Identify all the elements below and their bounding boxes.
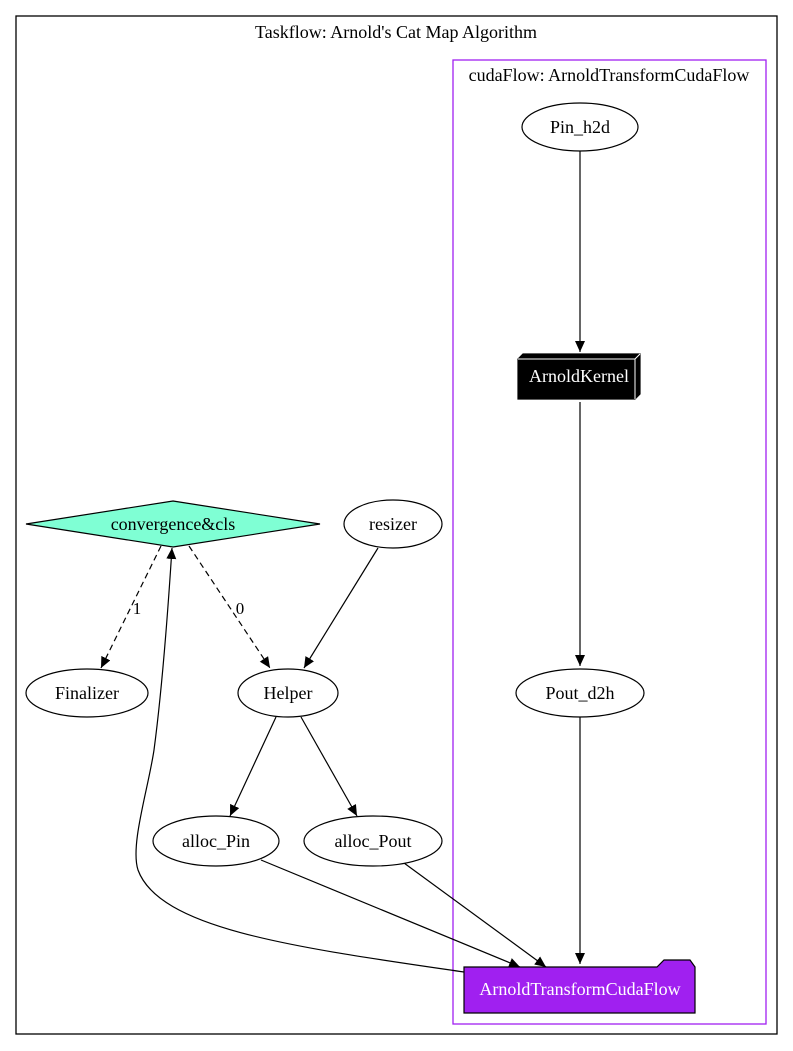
node-finalizer-label: Finalizer — [55, 683, 119, 703]
edge-allocpin-arnoldtransform — [260, 859, 521, 968]
node-alloc-pout-label: alloc_Pout — [335, 831, 412, 851]
folder-shape — [463, 959, 696, 1014]
node-pout-d2h-label: Pout_d2h — [545, 683, 614, 703]
edge-allocpout-arnoldtransform — [403, 862, 547, 968]
node-convergence-label: convergence&cls — [111, 514, 236, 534]
node-finalizer: Finalizer — [25, 668, 149, 718]
edge-convergence-finalizer — [100, 545, 162, 669]
edge-convergence-helper — [188, 545, 271, 669]
node-pout-d2h: Pout_d2h — [515, 668, 645, 718]
node-alloc-pin-label: alloc_Pin — [182, 831, 250, 851]
taskflow-cluster — [15, 15, 778, 1035]
node-pin-h2d: Pin_h2d — [521, 102, 639, 152]
node-arnold-kernel: ArnoldKernel — [517, 353, 641, 400]
edge-helper-allocpin — [229, 716, 277, 817]
condition-diamond — [25, 500, 321, 548]
edge-arnoldtransform-convergence — [135, 547, 465, 973]
node-resizer: resizer — [343, 499, 443, 549]
node-arnold-transform-label: ArnoldTransformCudaFlow — [479, 979, 680, 999]
edge-helper-allocpout — [300, 716, 358, 817]
node-arnold-kernel-label: ArnoldKernel — [529, 366, 629, 386]
edge-label-finalizer: 1 — [133, 599, 142, 618]
node-helper: Helper — [237, 668, 339, 718]
cudaflow-cluster — [452, 59, 767, 1025]
node-convergence: convergence&cls — [25, 500, 321, 548]
node-arnold-transform: ArnoldTransformCudaFlow — [463, 959, 696, 1014]
taskflow-title: Taskflow: Arnold's Cat Map Algorithm — [255, 22, 537, 42]
node-alloc-pout: alloc_Pout — [303, 815, 443, 867]
kernel-box-3d — [517, 353, 641, 400]
edge-resizer-helper — [303, 547, 379, 669]
cudaflow-title: cudaFlow: ArnoldTransformCudaFlow — [469, 65, 750, 85]
edge-label-helper: 0 — [236, 599, 245, 618]
node-helper-label: Helper — [264, 683, 313, 703]
edges — [100, 151, 585, 973]
node-alloc-pin: alloc_Pin — [152, 815, 280, 867]
node-resizer-label: resizer — [369, 514, 417, 534]
node-pin-h2d-label: Pin_h2d — [550, 117, 610, 137]
